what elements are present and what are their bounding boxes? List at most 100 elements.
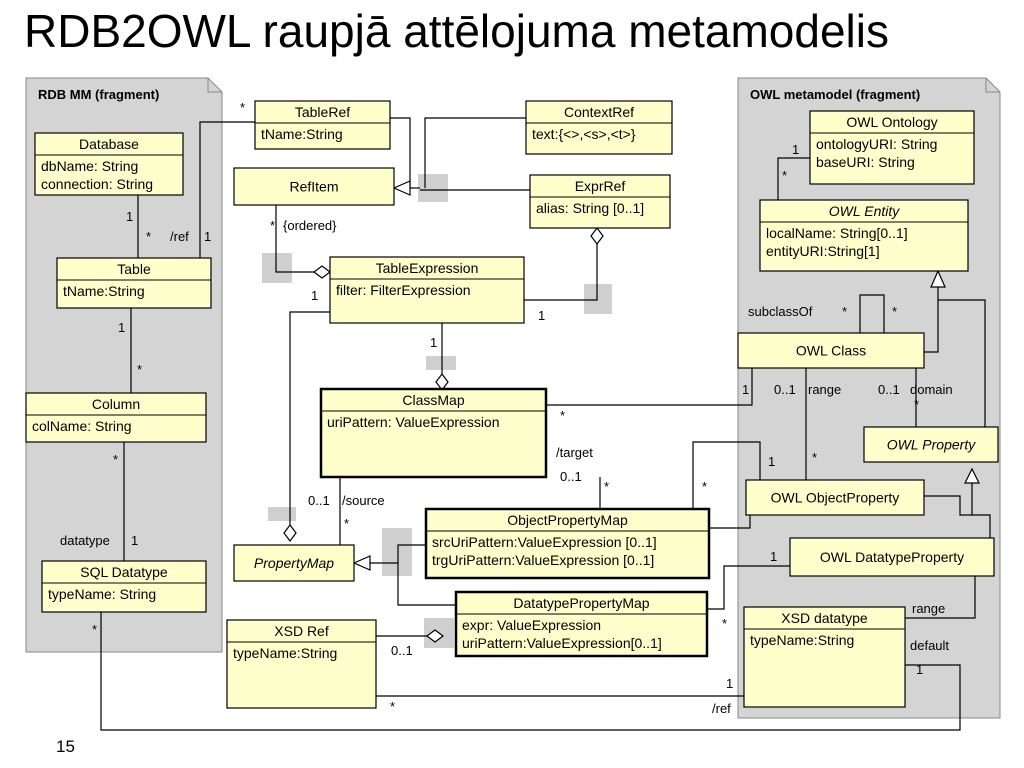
class-refitem: RefItem (233, 167, 395, 206)
class-xsdref: XSD Ref typeName:String (226, 619, 377, 709)
class-propertymap: PropertyMap (233, 544, 355, 582)
class-objectpropertymap-attr: trgUriPattern:ValueExpression [0..1] (432, 552, 654, 568)
assoc-label-source-mult: 0..1 (308, 493, 330, 508)
class-objectpropertymap: ObjectPropertyMap srcUriPattern:ValueExpr… (424, 507, 711, 580)
assoc-label-xsdref-mult: 0..1 (391, 643, 413, 658)
class-owlentity-attr: entityURI:String[1] (766, 243, 880, 259)
class-objectpropertymap-name: ObjectPropertyMap (507, 512, 628, 528)
class-owlobjectproperty: OWL ObjectProperty (745, 479, 925, 516)
assoc-label-source-star: * (344, 516, 349, 531)
class-xsdref-name: XSD Ref (274, 623, 329, 639)
class-contextref-name: ContextRef (564, 104, 634, 120)
class-refitem-name: RefItem (289, 179, 338, 195)
class-tableref-name: TableRef (295, 104, 350, 120)
class-owlclass: OWL Class (737, 332, 925, 369)
class-owlontology-attr: ontologyURI: String (816, 136, 937, 152)
class-datatypepropertymap-attr: uriPattern:ValueExpression[0..1] (462, 635, 662, 651)
assoc-label-refitem-star: * (270, 218, 275, 233)
assoc-label-xsdref-star: * (390, 699, 395, 714)
assoc-label-domain-role: domain (910, 382, 953, 397)
class-owlproperty-name: OWL Property (887, 437, 976, 453)
assoc-label-range-mult: 0..1 (774, 382, 796, 397)
class-classmap-name: ClassMap (402, 392, 464, 408)
class-sqldatatype: SQL Datatype typeName: String (41, 560, 207, 613)
class-database-name: Database (79, 136, 139, 152)
aggregation-diamonds (283, 227, 604, 643)
class-table-attr: tName:String (63, 283, 145, 299)
assoc-label-subclassof-role: subclassOf (748, 304, 813, 319)
assoc-label-tableref-star: * (240, 100, 245, 115)
class-owlontology-name: OWL Ontology (846, 114, 937, 130)
assoc-label-datatype-role: datatype (60, 533, 110, 548)
assoc-label-default-role: default (910, 638, 949, 653)
assoc-label-xsdref-ref-role: /ref (712, 701, 731, 716)
assoc-label-objprop-1: 1 (768, 454, 775, 469)
package-owl-title: OWL metamodel (fragment) (750, 87, 920, 102)
class-sqldatatype-attr: typeName: String (48, 586, 156, 602)
assoc-label-ontology-1: 1 (792, 142, 799, 157)
assoc-label-db-table-1: 1 (126, 209, 133, 224)
class-column-attr: colName: String (32, 418, 132, 434)
class-datatypepropertymap-attr: expr: ValueExpression (462, 617, 601, 633)
assoc-label-column-datatype-star: * (113, 452, 118, 467)
class-contextref: ContextRef text:{<>,<s>,<t>} (525, 100, 673, 155)
assoc-label-source-role: /source (342, 493, 385, 508)
assoc-label-ref-role: /ref (170, 229, 189, 244)
class-database-attr: connection: String (41, 176, 153, 192)
generalization-arrows (352, 180, 980, 571)
class-propertymap-name: PropertyMap (254, 555, 334, 571)
assoc-label-te-classmap-1: 1 (430, 335, 437, 350)
assoc-label-datatype-1: 1 (131, 533, 138, 548)
assoc-label-ref-1: 1 (204, 229, 211, 244)
assoc-label-db-table-star: * (146, 229, 151, 244)
class-classmap: ClassMap uriPattern: ValueExpression (319, 387, 548, 479)
class-owlentity-name: OWL Entity (829, 203, 901, 219)
class-xsddatatype: XSD datatype typeName:String (743, 606, 906, 708)
class-owlclass-name: OWL Class (796, 343, 866, 359)
class-objectpropertymap-attr: srcUriPattern:ValueExpression [0..1] (432, 534, 657, 550)
assoc-label-sqldt-star: * (92, 622, 97, 637)
assoc-label-target-mult: 0..1 (560, 469, 582, 484)
class-contextref-attr: text:{<>,<s>,<t>} (532, 126, 636, 142)
slide-title: RDB2OWL raupjā attēlojuma metamodelis (24, 5, 889, 57)
page-number: 15 (56, 737, 75, 756)
class-xsddatatype-attr: typeName:String (750, 632, 854, 648)
assoc-label-dtprop-1: 1 (770, 549, 777, 564)
connectors (100, 117, 991, 731)
assoc-label-table-column-1: 1 (118, 320, 125, 335)
package-rdb: RDB MM (fragment) (25, 77, 223, 653)
class-owldatatypeproperty-name: OWL DatatypeProperty (820, 549, 964, 565)
assoc-label-te-exprref-1: 1 (538, 308, 545, 323)
assoc-label-target-role: /target (556, 445, 593, 460)
class-tableref-attr: tName:String (261, 126, 343, 142)
class-owlobjectproperty-name: OWL ObjectProperty (771, 490, 900, 506)
class-owlentity: OWL Entity localName: String[0..1] entityU… (759, 199, 969, 272)
class-owldatatypeproperty: OWL DatatypeProperty (789, 537, 995, 577)
package-rdb-title: RDB MM (fragment) (38, 87, 159, 102)
class-classmap-attr: uriPattern: ValueExpression (327, 414, 500, 430)
class-xsdref-attr: typeName:String (233, 645, 337, 661)
assoc-label-xsd-range-role: range (912, 601, 945, 616)
class-owlontology: OWL Ontology ontologyURI: String baseURI: … (809, 110, 975, 185)
class-table-name: Table (117, 261, 151, 277)
class-owlentity-attr: localName: String[0..1] (766, 225, 908, 241)
class-owlontology-attr: baseURI: String (816, 154, 915, 170)
assoc-label-te-propmap-1: 1 (311, 288, 318, 303)
class-datatypepropertymap-name: DatatypePropertyMap (513, 595, 649, 611)
class-datatypepropertymap: DatatypePropertyMap expr: ValueExpression… (454, 590, 709, 658)
class-exprref: ExprRef alias: String [0..1] (529, 174, 671, 229)
class-exprref-attr: alias: String [0..1] (536, 200, 644, 216)
class-exprref-name: ExprRef (575, 178, 626, 194)
assoc-label-xsdref-ref-1: 1 (726, 676, 733, 691)
assoc-label-target-star: * (604, 479, 609, 494)
class-xsddatatype-name: XSD datatype (781, 610, 868, 626)
class-sqldatatype-name: SQL Datatype (80, 564, 168, 580)
assoc-label-domain-star: * (914, 397, 919, 412)
assoc-label-ontology-star: * (782, 168, 787, 183)
assoc-label-table-column-star: * (137, 362, 142, 377)
assoc-label-subclassof-star2: * (892, 304, 897, 319)
